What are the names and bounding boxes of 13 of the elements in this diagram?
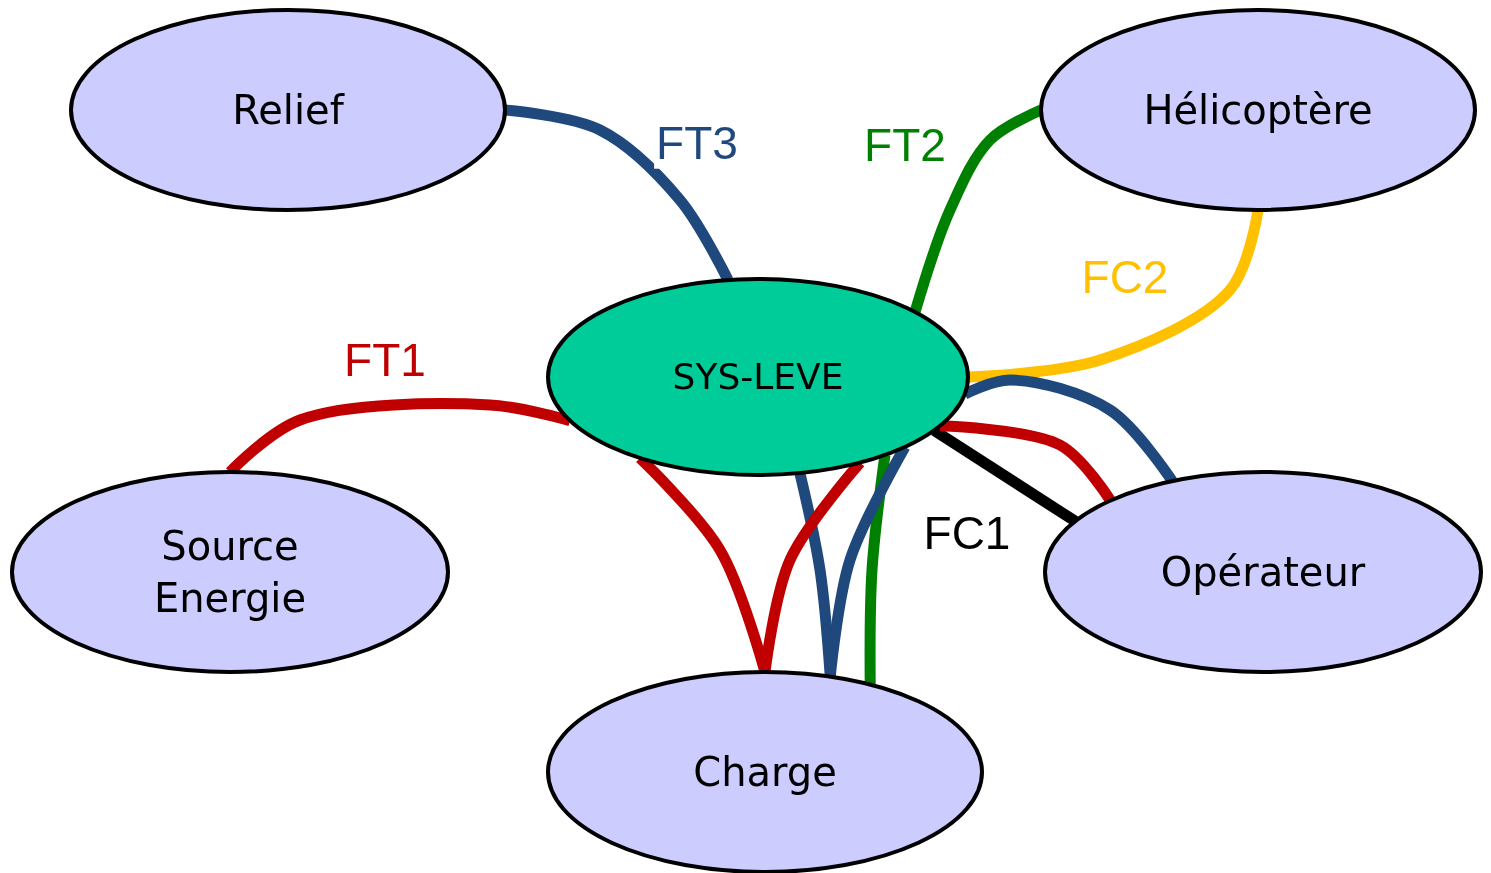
node-label: Source Energie: [152, 522, 308, 623]
node-label: Relief: [231, 86, 346, 135]
node-label: Hélicoptère: [1142, 86, 1374, 135]
ellipse-node: [1042, 469, 1484, 675]
node-label: SYS-LEVE: [671, 354, 845, 399]
node-label: Charge: [692, 748, 838, 797]
node-label: Opérateur: [1159, 548, 1367, 597]
ellipse-node: [68, 7, 508, 213]
ellipse-node: [1038, 7, 1478, 213]
ellipse-node: [9, 469, 451, 675]
connector-line: [864, 454, 891, 685]
ellipse-node: [545, 276, 971, 478]
connector-line: [939, 420, 1116, 504]
